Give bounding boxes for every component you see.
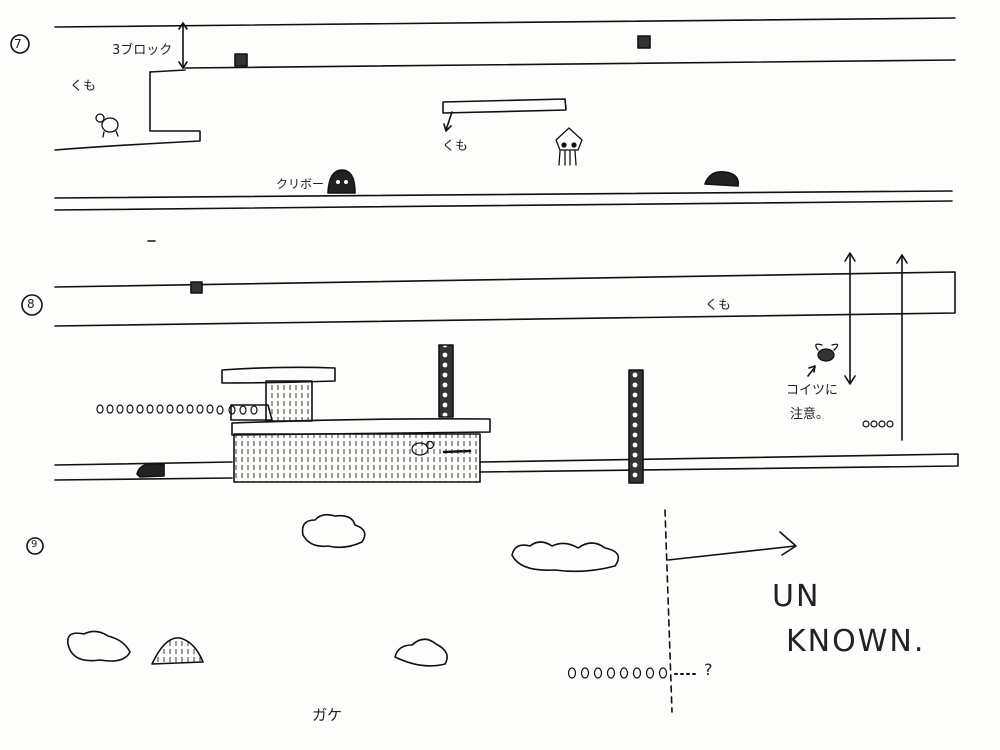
section-9-number-circle [26, 537, 44, 555]
coin-row-icon [567, 667, 668, 679]
chain-pillar-icon [628, 369, 644, 484]
koopa-icon [411, 440, 435, 456]
brick-block-icon [637, 35, 651, 49]
cloud-label: くも [705, 298, 732, 313]
cloud-label: くも [70, 79, 97, 94]
section-7-left-platform [54, 71, 201, 151]
question-mark: ? [704, 660, 713, 679]
section-8-ceiling [54, 271, 956, 327]
buzzy-beetle-icon [704, 170, 740, 187]
coin-row-icon [96, 404, 258, 415]
section-9-number: 9 [31, 539, 38, 550]
section-8-number-circle [21, 294, 43, 316]
block-gap-label: 3ブロック [112, 43, 173, 58]
lower-cap [231, 418, 491, 436]
coin-row-icon [862, 420, 894, 428]
lower-block [233, 433, 481, 483]
upper-cap [221, 366, 336, 384]
koopa-icon [95, 113, 119, 138]
section-8-drawing [21, 252, 959, 483]
cloud-icon [511, 541, 620, 573]
hill-icon [151, 637, 204, 665]
cloud-label: くも [442, 139, 469, 154]
flying-enemy-icon [815, 343, 839, 362]
warning-label-line1: コイツに [786, 383, 839, 398]
section-7-ground-bottom [54, 200, 953, 211]
section-7-drawing [10, 17, 956, 211]
section-7-ground-top [54, 190, 953, 199]
brick-block-icon [234, 53, 248, 67]
section-8-ground-right [479, 453, 959, 473]
brick-block-icon [190, 281, 203, 294]
unknown-arrow [667, 545, 796, 561]
blooper-icon [555, 127, 583, 166]
floating-platform [442, 98, 567, 114]
bullet-bill-icon [136, 462, 165, 478]
upper-tower [265, 380, 313, 422]
chain-pillar-icon [438, 344, 454, 418]
kuribo-label: クリボー [276, 177, 325, 191]
unknown-label-line2: KNOWN. [786, 624, 926, 659]
section-9-drawing [26, 509, 797, 713]
cliff-label: ガケ [312, 706, 343, 724]
section-8-number: 8 [27, 297, 35, 311]
cloud-icon [301, 513, 366, 549]
section-7-number: 7 [14, 37, 22, 51]
section-7-ceiling-bottom [184, 59, 956, 69]
warning-label-line2: 注意。 [790, 407, 830, 422]
floating-platform-arrow [445, 111, 453, 131]
section-7-number-circle [10, 34, 30, 54]
unknown-label-line1: UN [772, 579, 821, 614]
boundary-dashed-line [664, 509, 673, 713]
section-7-ceiling-top [54, 17, 956, 28]
goomba-icon [327, 169, 356, 194]
bush-icon [394, 638, 448, 667]
bush-icon [67, 630, 131, 662]
